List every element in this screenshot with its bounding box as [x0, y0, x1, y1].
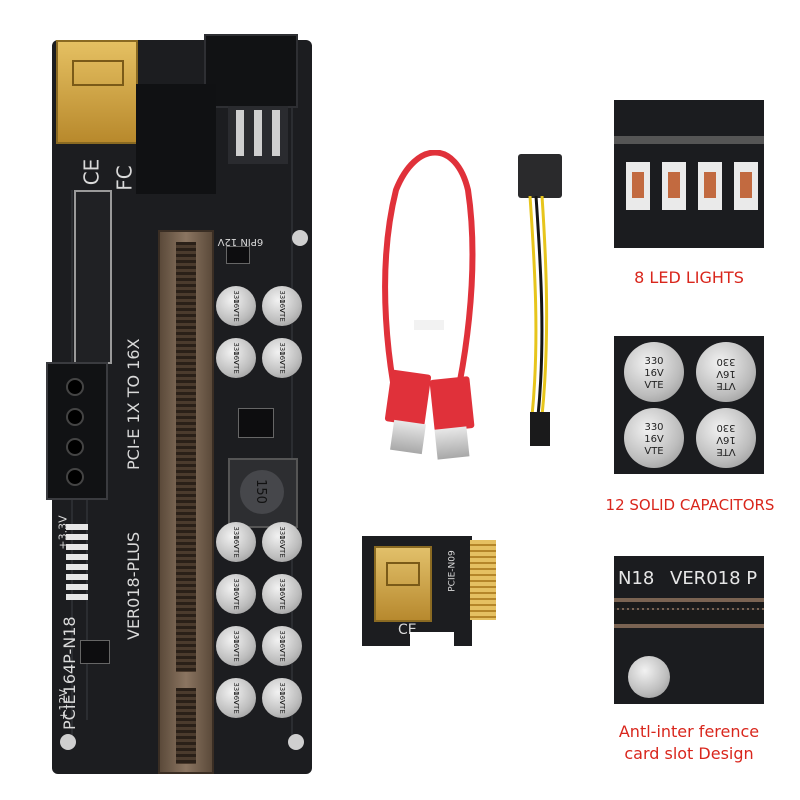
capacitor-label: VTE — [278, 360, 286, 374]
capacitor-detail: 330 16V VTE — [624, 342, 684, 402]
detail-slot-text-left: N18 — [618, 568, 655, 589]
detail-slot-text-right: VER018 P — [670, 568, 758, 589]
sata-connector — [518, 154, 562, 198]
capacitor-detail: 330 16V VTE — [696, 408, 756, 468]
usb-tip-left — [390, 419, 426, 455]
riser-board: CE FC +3.3V +12V PCIE164P-N18 VER018-PLU… — [46, 34, 312, 774]
usb-cable — [382, 150, 476, 441]
usb-plug-right — [429, 376, 475, 432]
mount-hole — [60, 734, 76, 750]
capacitor-detail — [628, 656, 670, 698]
usb-plug-left — [384, 369, 432, 427]
adapter-bracket-notch — [410, 632, 454, 660]
capacitor-detail: 330 16V VTE — [696, 342, 756, 402]
pcie-slot — [158, 230, 214, 774]
power-cable — [528, 196, 549, 417]
inductor: 150 — [228, 458, 298, 528]
adapter-gold-fingers — [470, 540, 496, 620]
six-pin-plug — [530, 412, 550, 446]
chip — [226, 246, 250, 264]
silk-model: PCIE164P-N18 — [60, 616, 79, 730]
ce-mark: CE — [79, 158, 104, 186]
adapter-silk: PCIE-N09 — [447, 550, 458, 592]
caption-slot-line2: card slot Design — [624, 744, 754, 763]
silk-title: PCI-E 1X TO 16X — [124, 338, 143, 470]
detail-caps-panel: 330 16V VTE 330 16V VTE 330 16V VTE 330 … — [614, 336, 764, 474]
fc-mark: FC — [112, 165, 137, 191]
silk-v33: +3.3V — [56, 515, 70, 550]
power-pins — [228, 106, 288, 164]
capacitor-label: VTE — [232, 360, 240, 374]
detail-slot-panel: N18 VER018 P — [614, 556, 764, 704]
adapter-card: PCIE-N09 CE — [362, 536, 472, 646]
chip — [80, 640, 110, 664]
caption-led: 8 LED LIGHTS — [634, 268, 744, 287]
silk-version: VER018-PLUS — [124, 531, 143, 640]
power-latch — [136, 84, 216, 194]
side-plug — [74, 190, 112, 364]
capacitor-label: VTE — [278, 700, 286, 714]
usb-tip-right — [434, 426, 470, 460]
caption-caps: 12 SOLID CAPACITORS — [605, 496, 775, 514]
six-pin-connector — [204, 34, 298, 108]
mount-hole — [288, 734, 304, 750]
usb-socket — [56, 40, 138, 144]
chip — [238, 408, 274, 438]
molex-connector — [46, 362, 108, 500]
mount-hole — [292, 230, 308, 246]
slot-detail — [614, 598, 764, 628]
capacitor-detail: 330 16V VTE — [624, 408, 684, 468]
detail-led-panel — [614, 100, 764, 248]
adapter-usb-port — [374, 546, 432, 622]
caption-slot-line1: Antl-inter ference — [618, 722, 760, 741]
led-array — [66, 524, 90, 600]
capacitor-label: VTE — [232, 700, 240, 714]
